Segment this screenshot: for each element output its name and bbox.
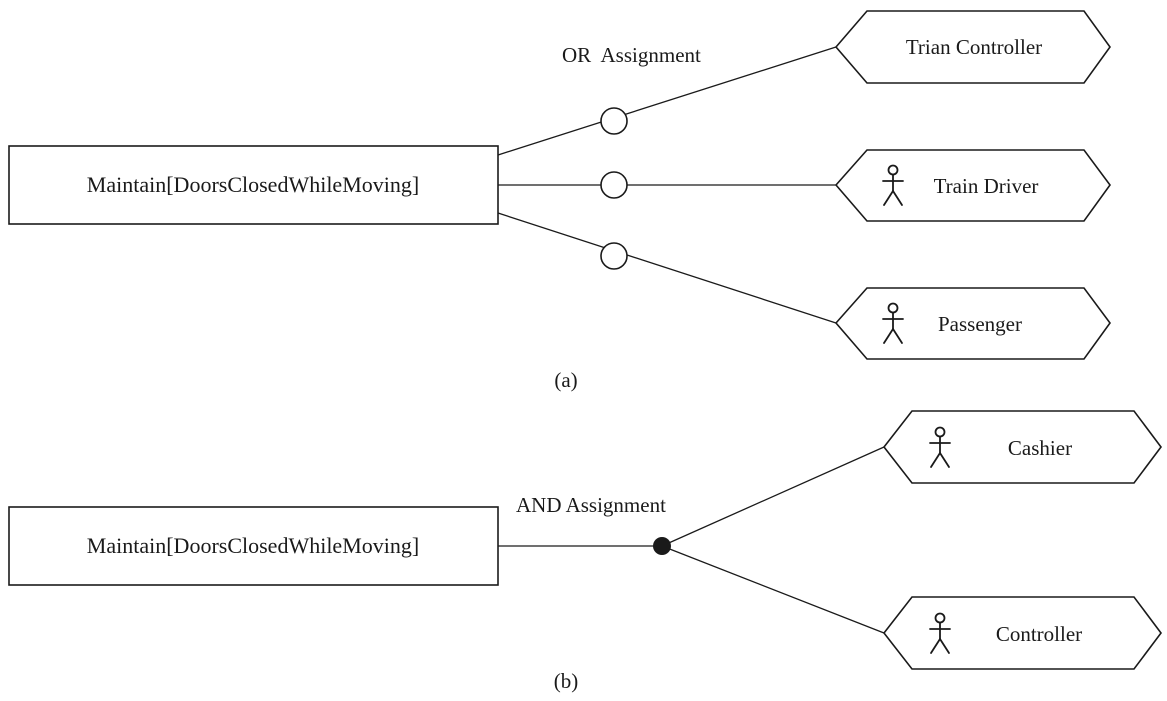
or-link-goal-to-passenger [497, 212, 837, 324]
actor-icon [929, 612, 951, 654]
or-link-goal-to-trian-controller [497, 46, 837, 156]
and-link-node-to-controller [661, 545, 885, 634]
actor-icon [929, 426, 951, 468]
agent-hexagon-train-driver [834, 149, 1111, 222]
or-node-2 [600, 171, 628, 199]
actor-icon [882, 164, 904, 206]
agent-hexagon-trian-controller [834, 10, 1111, 84]
and-assignment-label: AND Assignment [516, 493, 666, 517]
caption-a: (a) [554, 368, 577, 392]
diagram-a: OR Assignment Maintain[DoorsClosedWhileM… [8, 10, 1111, 392]
agent-label-cashier: Cashier [1008, 436, 1072, 460]
agent-label-controller: Controller [996, 622, 1082, 646]
agent-label-train-driver: Train Driver [934, 174, 1039, 198]
agent-label-passenger: Passenger [938, 312, 1022, 336]
goal-label-b: Maintain[DoorsClosedWhileMoving] [87, 533, 419, 558]
caption-b: (b) [554, 669, 579, 693]
goal-box-b [8, 506, 499, 586]
and-node [653, 537, 671, 555]
or-node-1 [600, 107, 628, 135]
agent-hexagon-cashier [882, 410, 1162, 484]
goal-label-a: Maintain[DoorsClosedWhileMoving] [87, 172, 419, 197]
goal-box-a [8, 145, 499, 225]
actor-icon [882, 302, 904, 344]
agent-hexagon-controller [882, 596, 1162, 670]
agent-label-trian-controller: Trian Controller [906, 35, 1042, 59]
and-link-node-to-cashier [661, 446, 885, 547]
or-assignment-label: OR Assignment [562, 43, 701, 67]
agent-hexagon-passenger [834, 287, 1111, 360]
or-node-3 [600, 242, 628, 270]
diagram-b: AND Assignment Maintain[DoorsClosedWhile… [8, 410, 1162, 693]
